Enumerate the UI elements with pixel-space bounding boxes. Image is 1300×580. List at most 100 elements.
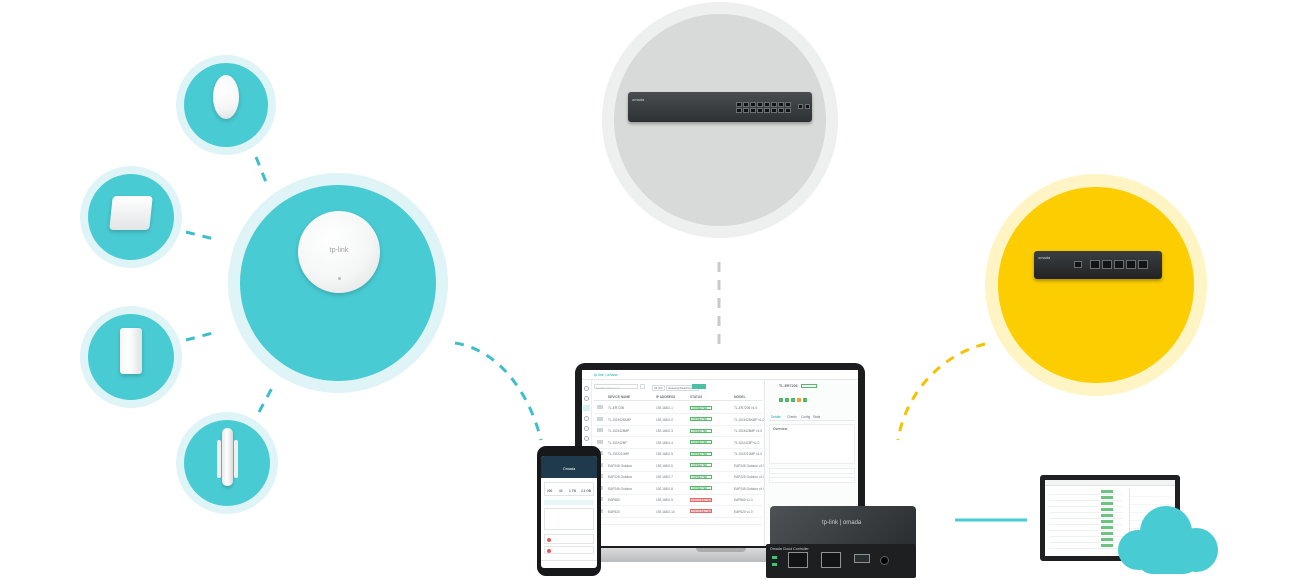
device-name-cell: EAP225 Outdoor bbox=[608, 475, 633, 479]
device-table-header: DEVICE NAME IP ADDRESS STATUS MODEL bbox=[594, 394, 762, 401]
phone-stats-card: 200 32 1 TB 2.3 GB bbox=[544, 482, 594, 496]
router-logo: omada bbox=[1038, 255, 1051, 260]
column-ip-address[interactable]: IP ADDRESS bbox=[656, 395, 676, 399]
phone-stat: 200 bbox=[547, 489, 553, 493]
status-badge: CONNECTED bbox=[690, 417, 712, 421]
detail-tab[interactable]: Details bbox=[771, 415, 781, 419]
switch-port-bank bbox=[736, 102, 791, 113]
connector-ap-square bbox=[185, 230, 215, 241]
device-type-icon bbox=[597, 439, 603, 444]
controller-front-panel: Omada Cloud Controller bbox=[766, 544, 916, 578]
status-text: CONNECTED bbox=[692, 464, 708, 468]
settings-icon[interactable] bbox=[584, 436, 589, 441]
filter-button[interactable] bbox=[692, 384, 706, 389]
phone-app-header: Omada bbox=[541, 456, 597, 478]
device-name-cell: TL-ER7206 bbox=[608, 406, 625, 410]
connector-ap-laptop bbox=[454, 341, 543, 441]
ip-address-cell: 192.168.0.10 bbox=[656, 509, 675, 514]
detail-tabs: Details Clients Config Stats bbox=[769, 414, 855, 421]
ip-address-cell: 192.168.0.2 bbox=[656, 417, 673, 422]
controller-label: Omada Cloud Controller bbox=[770, 547, 809, 551]
column-device-name[interactable]: DEVICE NAME bbox=[608, 395, 631, 399]
sfp-port bbox=[805, 104, 810, 109]
search-icon[interactable] bbox=[640, 384, 645, 389]
device-name-cell: TL-SG2428P bbox=[608, 440, 627, 445]
ap-square-circle bbox=[88, 174, 174, 260]
status-text: CONNECTED bbox=[692, 452, 708, 456]
device-search-input[interactable]: Search name or ip... bbox=[594, 384, 638, 390]
wall-plate-access-point-icon bbox=[120, 328, 142, 374]
column-status[interactable]: STATUS bbox=[690, 395, 703, 399]
omada-logo: tp-link | omada bbox=[594, 373, 618, 377]
status-text: CONNECTED bbox=[692, 441, 708, 445]
phone-tab-bar[interactable] bbox=[541, 560, 597, 568]
lan-port bbox=[1114, 260, 1124, 269]
tab-all[interactable]: All (12) bbox=[652, 384, 665, 391]
reset-button bbox=[880, 556, 889, 565]
detail-tab[interactable]: Config bbox=[801, 415, 811, 419]
devices-icon[interactable] bbox=[583, 405, 590, 411]
status-led bbox=[772, 563, 777, 566]
ap-wall-circle bbox=[88, 314, 174, 400]
model-cell: TL-SG2210MP v1.0 bbox=[734, 452, 763, 456]
clients-icon[interactable] bbox=[584, 416, 589, 421]
device-type-icon bbox=[597, 428, 603, 432]
collapsed-section[interactable] bbox=[769, 477, 855, 483]
phone-stat: 1 TB bbox=[569, 489, 576, 493]
device-name-cell: TL-SG3428MP bbox=[608, 429, 630, 433]
device-name-cell: TL-SG3428XMP bbox=[608, 417, 632, 422]
status-text: CONNECTED bbox=[692, 429, 708, 433]
detail-tab[interactable]: Stats bbox=[813, 415, 821, 419]
device-name-cell: EAP245 Outdoor bbox=[608, 463, 633, 468]
outdoor-access-point-icon bbox=[222, 428, 233, 486]
column-model[interactable]: MODEL bbox=[734, 395, 746, 399]
table-row[interactable]: TL-SG2428P 192.168.0.4 CONNECTED TL-SG2428P… bbox=[594, 437, 762, 449]
ip-address-cell: 192.168.0.9 bbox=[656, 498, 673, 502]
status-text: CONNECTED bbox=[692, 418, 708, 422]
poe-switch-icon: omada bbox=[628, 92, 812, 122]
detail-tab[interactable]: Clients bbox=[787, 415, 797, 419]
phone-alert-item[interactable] bbox=[544, 534, 594, 544]
connector-ap-outdoor bbox=[257, 387, 274, 413]
device-name-cell: EAP620 bbox=[608, 509, 620, 514]
ceiling-access-point-icon bbox=[213, 75, 239, 119]
phone-alert-item[interactable] bbox=[544, 546, 594, 554]
dashboard-icon[interactable] bbox=[584, 386, 589, 391]
status-text: CONNECTED bbox=[692, 487, 708, 491]
model-cell: TL-SG2428P v1.0 bbox=[734, 440, 760, 445]
wan-port bbox=[1090, 260, 1100, 269]
lan-port bbox=[1126, 260, 1136, 269]
overview-title: Overview bbox=[773, 427, 788, 431]
antenna-right bbox=[234, 440, 238, 478]
lan-port bbox=[1102, 260, 1112, 269]
phone-segmented-control[interactable] bbox=[544, 500, 594, 505]
model-cell: EAP660 v1.0 bbox=[734, 498, 753, 502]
router-circle: omada bbox=[998, 187, 1194, 383]
device-name-cell: EAP660 bbox=[608, 498, 620, 502]
table-pagination[interactable] bbox=[594, 524, 762, 530]
status-badge: CONNECTED bbox=[690, 451, 712, 456]
cloud-icon bbox=[1112, 506, 1222, 576]
square-ceiling-access-point-icon bbox=[109, 196, 153, 230]
insights-icon[interactable] bbox=[584, 426, 589, 431]
ip-address-cell: 192.168.0.4 bbox=[656, 440, 673, 445]
omada-header: tp-link | omada bbox=[582, 370, 858, 380]
status-text: CONNECTED bbox=[692, 475, 708, 479]
connector-ap-wall bbox=[185, 331, 214, 342]
ap-logo: tp-link bbox=[329, 247, 349, 255]
device-type-icon bbox=[597, 405, 603, 409]
collapsed-section[interactable] bbox=[769, 468, 855, 474]
controller-logo: tp-link | omada bbox=[822, 520, 862, 526]
statistics-icon[interactable] bbox=[584, 396, 589, 401]
ip-address-cell: 192.168.0.7 bbox=[656, 475, 673, 479]
